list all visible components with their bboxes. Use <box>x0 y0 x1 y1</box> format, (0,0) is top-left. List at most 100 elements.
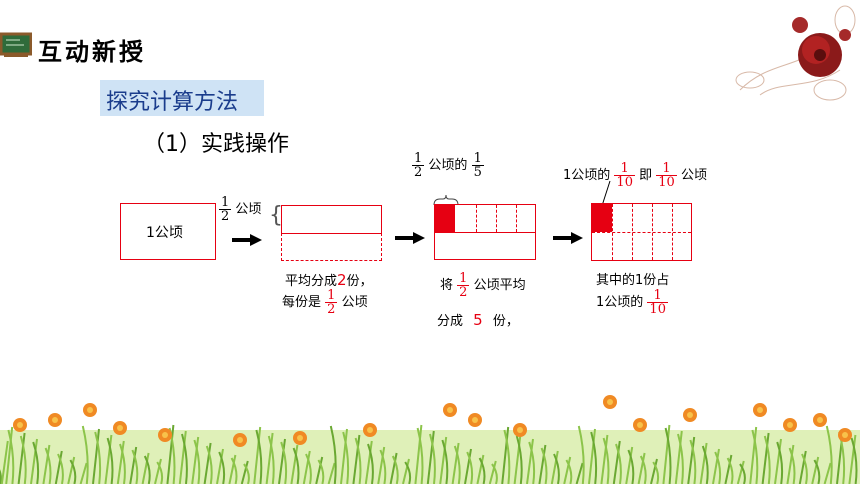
grass-blade <box>329 425 337 485</box>
grass-blade <box>813 459 821 485</box>
grass-blade <box>216 448 224 485</box>
grass-blade <box>563 456 572 485</box>
grass-blade <box>290 444 299 485</box>
grass-blade <box>0 469 2 485</box>
tenth-fraction-caption: 1 10 <box>647 288 668 317</box>
grass-blade <box>763 435 771 485</box>
grass-blade <box>612 440 621 485</box>
grass-blade <box>267 435 275 485</box>
arrow-right-icon <box>232 234 262 246</box>
grass-blade <box>553 453 560 485</box>
grass-blade <box>81 425 89 485</box>
grass-blade <box>602 437 610 485</box>
flower-center <box>517 427 523 433</box>
grass-blade <box>538 444 547 485</box>
grass-blade <box>478 457 486 485</box>
tenth-fraction: 1 10 <box>656 161 677 190</box>
grass-blade <box>850 437 858 485</box>
grass-blade <box>354 437 362 485</box>
grass-blade <box>786 444 795 485</box>
section-tag <box>100 80 264 116</box>
grass-blade <box>650 458 658 485</box>
grass-blade <box>377 446 386 485</box>
grass-blade <box>131 449 139 485</box>
grass-blade <box>798 450 807 485</box>
flower-center <box>117 425 123 431</box>
grass-blade <box>42 444 51 485</box>
grass-blade <box>317 459 325 485</box>
page-title: 互动新授 <box>38 38 146 66</box>
grass-blade <box>404 461 412 485</box>
grass-blade <box>776 441 784 485</box>
grass-blade <box>751 429 759 485</box>
overbrace-icon <box>433 191 459 206</box>
half-fraction-caption: 1 2 <box>325 288 338 317</box>
grass-blade <box>503 429 511 485</box>
grass-blade <box>639 455 647 485</box>
grass-blade <box>565 459 573 485</box>
step4-grid <box>591 203 692 261</box>
step2-caption-line1: 平均分成2份， <box>285 271 373 289</box>
grass-blade <box>550 450 559 485</box>
grass-blade <box>739 463 746 485</box>
grass-blade <box>464 448 472 485</box>
grass-blade <box>577 425 585 485</box>
grass-blade <box>30 438 38 485</box>
grass-blade <box>92 428 100 485</box>
half-hectare-unit: 公顷 <box>235 202 262 217</box>
flower-center <box>637 422 643 428</box>
flower-center <box>367 427 373 433</box>
grass-blade <box>278 438 286 485</box>
grass-blade <box>674 430 683 485</box>
grass-blade <box>141 452 150 485</box>
grass-blade <box>116 440 125 485</box>
step3-bottom-half <box>434 232 536 260</box>
grass-blade <box>44 447 52 485</box>
grass-blade <box>218 451 226 485</box>
grass-blade <box>302 450 311 485</box>
flower-center <box>297 435 303 441</box>
grass-blade <box>724 454 733 485</box>
flower-center <box>757 407 763 413</box>
grass-blade <box>0 440 9 485</box>
grass-blade <box>94 431 102 485</box>
grass-blade <box>429 433 436 485</box>
grass-blade <box>811 456 820 485</box>
blackboard-icon <box>0 30 33 60</box>
grass-blade <box>453 445 461 485</box>
grass-blade <box>476 454 485 485</box>
grass-blade <box>5 426 14 485</box>
grass-blade <box>441 439 449 485</box>
grass-blade <box>637 452 646 485</box>
grass-blade <box>315 456 324 485</box>
grass-blade <box>389 452 398 485</box>
grass-blade <box>825 425 833 485</box>
grass-blade <box>801 453 808 485</box>
flower-meadow-decoration <box>0 380 860 485</box>
step4-top-label: 1公顷的 1 10 即 1 10 公顷 <box>563 161 707 190</box>
flower-decoration-icon <box>720 0 860 120</box>
grass-blade <box>129 446 138 485</box>
step3-caption-line2: 分成 5 份， <box>437 311 519 329</box>
grass-blade <box>749 426 758 485</box>
grass-blade <box>588 428 596 485</box>
grass-blade <box>625 446 634 485</box>
arrow-right-icon <box>553 232 583 244</box>
grass-blade <box>528 441 536 485</box>
grass-blade <box>712 448 720 485</box>
flower-center <box>472 417 478 423</box>
half-fraction-caption: 1 2 <box>457 271 470 300</box>
section-tag-label: 探究计算方法 <box>106 90 239 115</box>
grass-blade <box>166 424 175 485</box>
grass-blade <box>379 449 387 485</box>
grass-blade <box>106 437 114 485</box>
grass-blade <box>662 424 671 485</box>
flower-center <box>607 399 613 405</box>
grass-blade <box>327 462 336 485</box>
grass-blade <box>488 460 497 485</box>
grass-blade <box>600 434 609 485</box>
flower-center <box>52 417 58 423</box>
half-fraction: 1 2 <box>412 151 425 180</box>
step2-bottom-half <box>281 233 382 261</box>
tenth-fraction: 1 10 <box>614 161 635 190</box>
